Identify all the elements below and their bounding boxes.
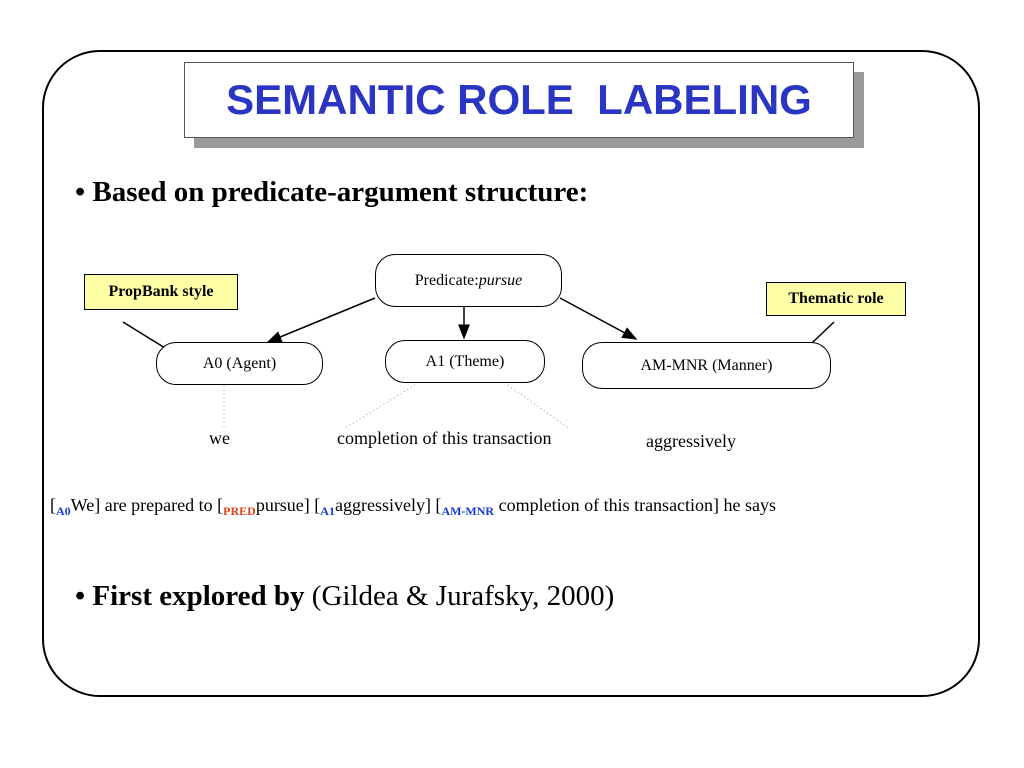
bullet-text: Based on predicate-argument structure: (92, 176, 589, 208)
a0-label: A0 (Agent) (202, 354, 277, 372)
thematic-role-tag: Thematic role (766, 282, 906, 316)
filler-we: we (209, 428, 230, 448)
predicate-verb: pursue (478, 271, 523, 289)
a0-node: A0 (Agent) (156, 342, 323, 385)
predicate-node: Predicate: pursue (375, 254, 562, 307)
filler-aggressively: aggressively (646, 431, 736, 451)
bullet-first-explored: • First explored by (Gildea & Jurafsky, … (75, 580, 614, 613)
bullet-bold-text: First explored by (92, 580, 305, 612)
example-text: aggressively] [ (334, 495, 442, 515)
example-text: completion of this transaction] he says (494, 495, 777, 515)
slide-frame (42, 50, 980, 697)
dotted-a1-left (344, 384, 416, 429)
predicate-label: Predicate: (414, 271, 479, 289)
a1-subscript: A1 (320, 504, 335, 518)
a1-label: A1 (Theme) (425, 352, 505, 370)
example-sentence: [A0We] are prepared to [PREDpursue] [A1a… (50, 495, 776, 519)
page-title: SEMANTIC ROLE LABELING (226, 76, 812, 123)
am-mnr-node: AM-MNR (Manner) (582, 342, 831, 389)
example-text: pursue] [ (255, 495, 321, 515)
propbank-style-tag: PropBank style (84, 274, 238, 310)
dotted-a1-right (507, 384, 569, 429)
title-box: SEMANTIC ROLE LABELING (184, 62, 854, 138)
propbank-style-label: PropBank style (108, 283, 214, 300)
am-mnr-subscript: AM-MNR (441, 504, 495, 518)
example-text: We] are prepared to [ (70, 495, 224, 515)
bullet-citation: (Gildea & Jurafsky, 2000) (304, 580, 615, 612)
am-mnr-label: AM-MNR (Manner) (640, 356, 773, 374)
pred-subscript: PRED (223, 504, 256, 518)
bullet-marker: • (75, 176, 86, 208)
thematic-role-label: Thematic role (788, 290, 884, 307)
a0-subscript: A0 (56, 504, 71, 518)
arrow-pred-to-a0 (266, 297, 376, 343)
bullet-predicate-argument: • Based on predicate-argument structure: (75, 176, 588, 209)
arrow-pred-to-am (559, 297, 638, 340)
example-text: [ (50, 495, 56, 515)
bullet-marker: • (75, 580, 86, 612)
a1-node: A1 (Theme) (385, 340, 545, 383)
filler-completion: completion of this transaction (337, 428, 552, 448)
